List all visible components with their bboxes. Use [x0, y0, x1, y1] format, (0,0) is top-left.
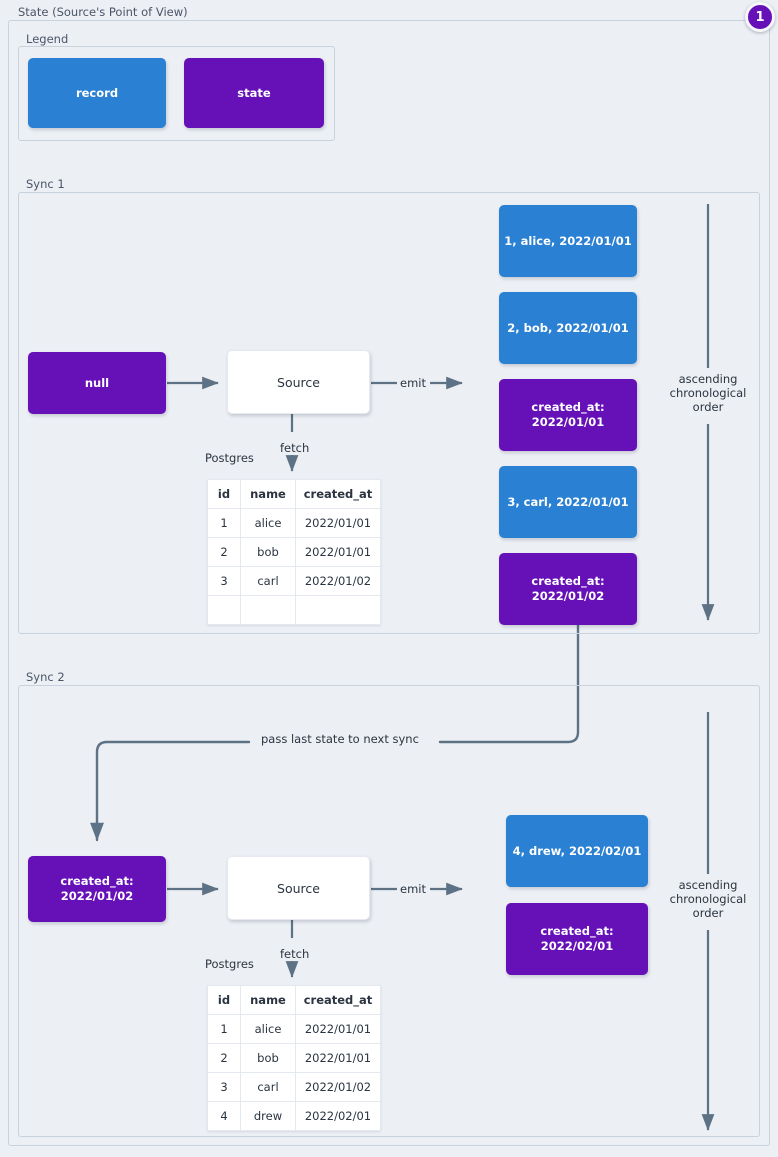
cell-created-at: [295, 595, 381, 625]
cell-created-at: 2022/01/01: [295, 508, 381, 538]
sync1-emitted-state-2: created_at: 2022/01/02: [499, 553, 637, 625]
column-header-created-at: created_at: [295, 985, 381, 1015]
cell-name: carl: [240, 1072, 296, 1102]
sync1-input-state-label: null: [84, 375, 110, 390]
column-header-id: id: [207, 479, 241, 509]
sync1-emitted-record-1-label: 1, alice, 2022/01/01: [504, 233, 632, 248]
table-row: 1 alice 2022/01/01: [207, 1014, 381, 1044]
sync2-emitted-record-1-label: 4, drew, 2022/02/01: [512, 843, 642, 858]
step-badge-label: 1: [755, 9, 765, 25]
legend-swatch-record: record: [28, 58, 166, 128]
sync2-order-label: ascending chronological order: [663, 878, 753, 920]
sync2-title: Sync 2: [22, 671, 69, 684]
cell-name: bob: [240, 1043, 296, 1073]
cell-created-at: 2022/01/01: [295, 1014, 381, 1044]
sync1-source-node: Source: [227, 350, 370, 414]
table-row-empty: [207, 595, 381, 625]
sync2-emitted-state-1: created_at: 2022/02/01: [506, 903, 648, 975]
sync2-fetch-label: fetch: [277, 947, 313, 961]
table-header-row: id name created_at: [207, 479, 381, 509]
sync2-emitted-state-1-line1: created_at:: [540, 924, 614, 938]
sync2-source-label: Source: [277, 880, 320, 896]
sync1-emitted-state-1-line2: 2022/01/01: [531, 415, 605, 429]
cell-name: bob: [240, 537, 296, 567]
cell-name: drew: [240, 1101, 296, 1131]
cell-name: alice: [240, 1014, 296, 1044]
sync2-db-label: Postgres: [205, 957, 254, 971]
step-badge[interactable]: 1: [745, 2, 775, 32]
sync2-postgres-table: id name created_at 1 alice 2022/01/01 2 …: [207, 985, 381, 1131]
cell-name: carl: [240, 566, 296, 596]
sync2-emitted-record-1: 4, drew, 2022/02/01: [506, 815, 648, 887]
sync1-postgres-table: id name created_at 1 alice 2022/01/01 2 …: [207, 479, 381, 625]
cell-created-at: 2022/01/01: [295, 1043, 381, 1073]
cell-id: [207, 595, 241, 625]
sync1-db-label: Postgres: [205, 451, 254, 465]
sync1-source-label: Source: [277, 374, 320, 390]
sync1-title: Sync 1: [22, 178, 69, 191]
sync2-emitted-state-1-line2: 2022/02/01: [540, 939, 614, 953]
cell-id: 1: [207, 1014, 241, 1044]
outer-frame-state: [8, 20, 770, 1146]
table-row: 1 alice 2022/01/01: [207, 508, 381, 538]
sync2-frame: [18, 685, 760, 1137]
sync1-emitted-state-2-line1: created_at:: [531, 574, 605, 588]
sync1-fetch-label: fetch: [277, 441, 313, 455]
sync1-emit-label: emit: [397, 376, 429, 390]
column-header-id: id: [207, 985, 241, 1015]
column-header-name: name: [240, 985, 296, 1015]
cell-id: 2: [207, 537, 241, 567]
outer-frame-title: State (Source's Point of View): [14, 6, 192, 19]
pass-state-label: pass last state to next sync: [258, 732, 422, 746]
column-header-created-at: created_at: [295, 479, 381, 509]
legend-title: Legend: [22, 33, 73, 46]
legend-swatch-state-label: state: [237, 85, 271, 100]
sync2-input-state: created_at: 2022/01/02: [28, 856, 166, 922]
cell-created-at: 2022/02/01: [295, 1101, 381, 1131]
cell-id: 3: [207, 1072, 241, 1102]
table-row: 4 drew 2022/02/01: [207, 1101, 381, 1131]
cell-created-at: 2022/01/02: [295, 1072, 381, 1102]
sync1-input-state: null: [28, 352, 166, 414]
table-row: 2 bob 2022/01/01: [207, 537, 381, 567]
sync1-emitted-state-1: created_at: 2022/01/01: [499, 379, 637, 451]
table-row: 3 carl 2022/01/02: [207, 566, 381, 596]
sync1-emitted-record-3-label: 3, carl, 2022/01/01: [507, 494, 629, 509]
legend-swatch-record-label: record: [75, 85, 119, 100]
sync1-emitted-record-3: 3, carl, 2022/01/01: [499, 466, 637, 538]
sync1-frame: [18, 192, 760, 634]
table-row: 2 bob 2022/01/01: [207, 1043, 381, 1073]
sync1-emitted-record-2: 2, bob, 2022/01/01: [499, 292, 637, 364]
sync2-input-state-line1: created_at:: [60, 874, 134, 888]
sync1-emitted-state-1-line1: created_at:: [531, 400, 605, 414]
sync2-input-state-line2: 2022/01/02: [60, 889, 134, 903]
cell-id: 4: [207, 1101, 241, 1131]
cell-created-at: 2022/01/02: [295, 566, 381, 596]
sync1-emitted-state-2-line2: 2022/01/02: [531, 589, 605, 603]
cell-name: [240, 595, 296, 625]
sync1-emitted-record-2-label: 2, bob, 2022/01/01: [507, 320, 629, 335]
cell-id: 3: [207, 566, 241, 596]
legend-swatch-state: state: [184, 58, 324, 128]
cell-name: alice: [240, 508, 296, 538]
sync2-source-node: Source: [227, 856, 370, 920]
cell-created-at: 2022/01/01: [295, 537, 381, 567]
cell-id: 2: [207, 1043, 241, 1073]
legend-frame: [18, 46, 335, 141]
column-header-name: name: [240, 479, 296, 509]
table-row: 3 carl 2022/01/02: [207, 1072, 381, 1102]
sync1-order-label: ascending chronological order: [663, 372, 753, 414]
cell-id: 1: [207, 508, 241, 538]
table-header-row: id name created_at: [207, 985, 381, 1015]
sync1-emitted-record-1: 1, alice, 2022/01/01: [499, 205, 637, 277]
sync2-emit-label: emit: [397, 882, 429, 896]
